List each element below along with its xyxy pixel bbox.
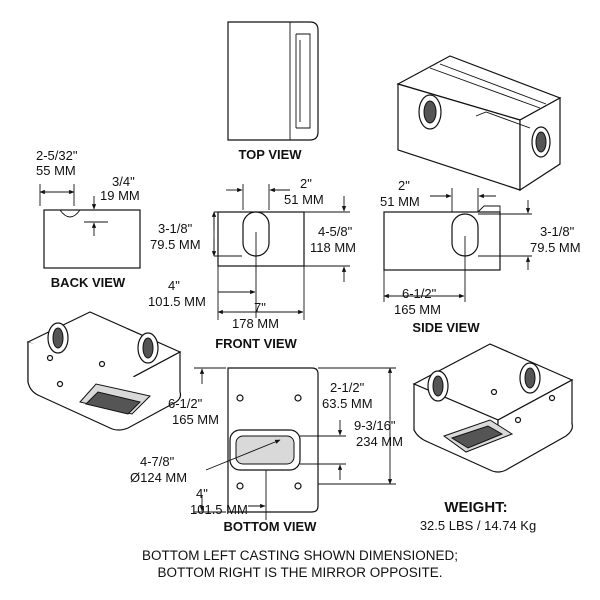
side-width-in: 6-1/2" (402, 286, 437, 301)
bottom-offset-in: 4" (196, 486, 208, 501)
front-view-title: FRONT VIEW (215, 336, 297, 351)
back-notch-mm: 19 MM (100, 188, 140, 203)
iso-view-bottom-left (26, 311, 182, 431)
iso-view-bottom-right (412, 343, 574, 473)
top-view: TOP VIEW (227, 21, 319, 162)
front-height-mm: 118 MM (310, 240, 356, 255)
bottom-width-mm: 165 MM (172, 412, 219, 427)
weight-block: WEIGHT: 32.5 LBS / 14.74 Kg (420, 499, 536, 533)
footer-note: BOTTOM LEFT CASTING SHOWN DIMENSIONED; B… (142, 548, 458, 580)
bottom-dia-mm: Ø124 MM (130, 470, 187, 485)
side-slot-h-in: 3-1/8" (540, 224, 575, 239)
bottom-view-title: BOTTOM VIEW (224, 519, 318, 534)
bottom-offset-mm: 101.5 MM (190, 502, 248, 517)
bottom-hole-mm: 63.5 MM (322, 396, 373, 411)
front-height-in: 4-5/8" (318, 224, 353, 239)
footer-line-1: BOTTOM LEFT CASTING SHOWN DIMENSIONED; (142, 548, 458, 563)
back-view-title: BACK VIEW (51, 275, 126, 290)
top-view-title: TOP VIEW (238, 147, 302, 162)
side-slot-mm: 51 MM (380, 194, 420, 209)
front-width-in: 7" (254, 300, 266, 315)
side-slot-in: 2" (398, 178, 410, 193)
side-view: 2" 51 MM 3-1/8" 79.5 MM 6-1/2" 165 MM SI… (380, 178, 581, 335)
back-notch-in: 3/4" (112, 174, 135, 189)
side-view-title: SIDE VIEW (412, 320, 480, 335)
front-view: 2" 51 MM 3-1/8" 79.5 MM 4-5/8" 118 MM 4"… (148, 176, 356, 351)
front-slot-in: 2" (300, 176, 312, 191)
front-offset-mm: 101.5 MM (148, 294, 206, 309)
side-width-mm: 165 MM (394, 302, 441, 317)
bottom-length-in: 9-3/16" (354, 418, 396, 433)
bottom-view: 6-1/2" 165 MM 2-1/2" 63.5 MM 9-3/16" 234… (130, 367, 403, 534)
iso-view-top-right (396, 55, 562, 192)
bottom-width-in: 6-1/2" (168, 396, 203, 411)
bottom-dia-in: 4-7/8" (140, 454, 175, 469)
footer-line-2: BOTTOM RIGHT IS THE MIRROR OPPOSITE. (157, 565, 442, 580)
front-slot-mm: 51 MM (284, 192, 324, 207)
back-view: 2-5/32" 55 MM 3/4" 19 MM BACK VIEW (36, 148, 141, 290)
weight-title: WEIGHT: (444, 499, 507, 516)
back-width-mm: 55 MM (36, 163, 76, 178)
front-offset-in: 4" (168, 278, 180, 293)
weight-value: 32.5 LBS / 14.74 Kg (420, 518, 536, 533)
side-slot-h-mm: 79.5 MM (530, 240, 581, 255)
front-slot-h-in: 3-1/8" (158, 221, 193, 236)
bottom-hole-in: 2-1/2" (330, 380, 365, 395)
front-slot-h-mm: 79.5 MM (150, 237, 201, 252)
back-width-in: 2-5/32" (36, 148, 78, 163)
front-width-mm: 178 MM (232, 316, 279, 331)
bottom-length-mm: 234 MM (356, 434, 403, 449)
